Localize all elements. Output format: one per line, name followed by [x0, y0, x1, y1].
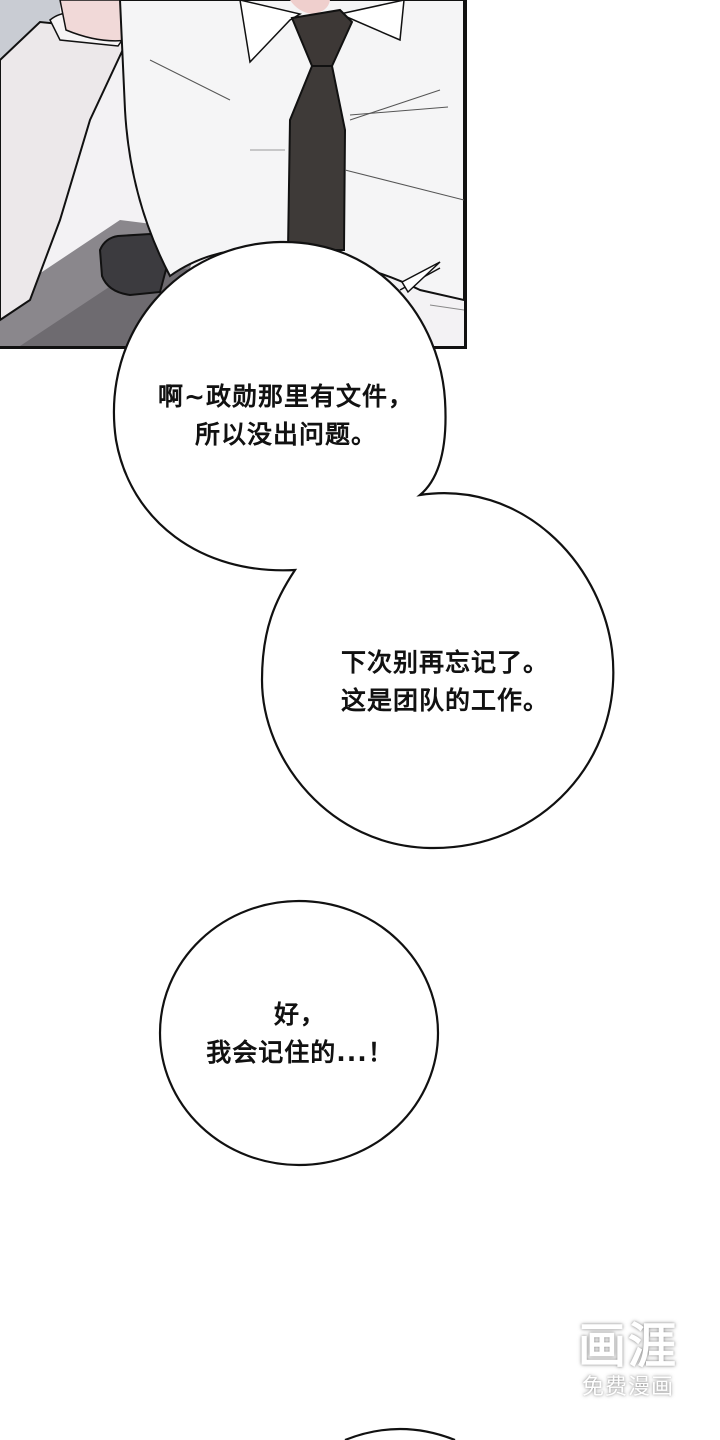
bubble-3-line-2: 我会记住的...！	[206, 1038, 394, 1067]
bubble-1-text: 啊~政勋那里有文件， 所以没出问题。	[126, 378, 446, 454]
bubble-1-line-1: 啊~政勋那里有文件，	[158, 382, 414, 411]
watermark-logo: 画涯	[577, 1318, 678, 1374]
watermark-subtitle: 免费漫画	[581, 1375, 674, 1400]
bubble-2-text: 下次别再忘记了。 这是团队的工作。	[300, 644, 590, 720]
speech-bubble-partial	[344, 1427, 456, 1440]
watermark: 画涯 免费漫画	[568, 1318, 688, 1402]
bubble-2-line-2: 这是团队的工作。	[340, 686, 549, 715]
bubble-3-text: 好， 我会记住的...！	[170, 996, 430, 1072]
bubble-2-line-1: 下次别再忘记了。	[340, 648, 549, 677]
speech-bubble-3	[158, 899, 440, 1167]
bubble-1-line-2: 所以没出问题。	[194, 420, 377, 449]
speech-bubble-1-2	[112, 240, 615, 850]
bubble-3-line-1: 好，	[273, 1000, 326, 1029]
